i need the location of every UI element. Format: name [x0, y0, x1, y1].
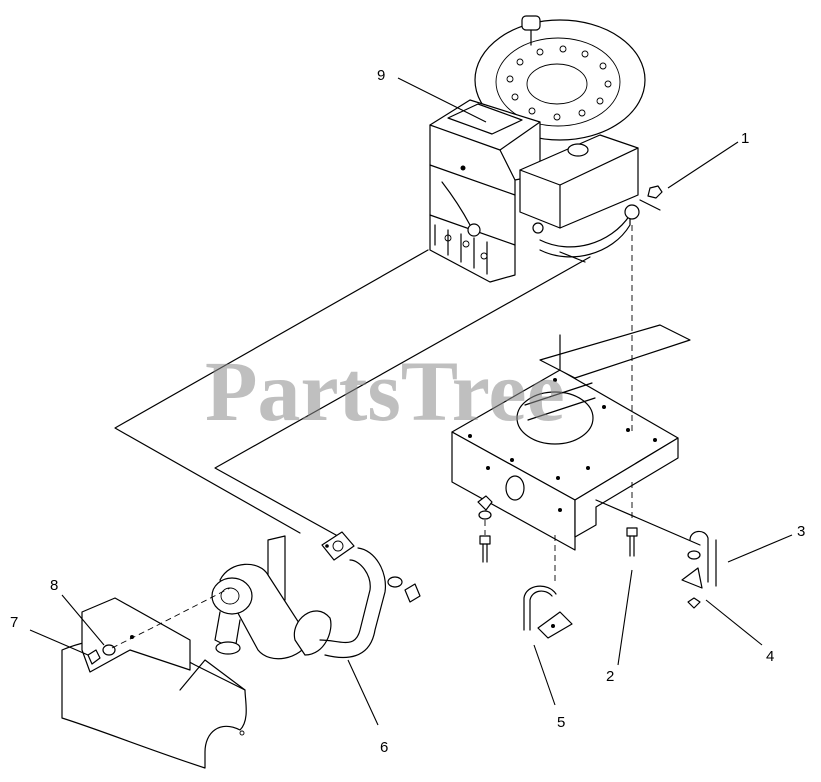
leader-4 [705, 599, 763, 646]
leader-1 [667, 141, 739, 189]
leader-9 [397, 77, 487, 123]
bolt-left [477, 495, 493, 563]
cable-clamp-part-3 [681, 530, 717, 609]
leader-7 [29, 629, 89, 656]
callout-9: 9 [377, 67, 385, 84]
callout-1: 1 [741, 130, 749, 147]
flywheel-vent-holes [506, 45, 612, 121]
leader-6 [347, 659, 379, 726]
callout-7: 7 [10, 614, 18, 631]
leader-2 [617, 569, 633, 666]
alignment-line-clamp [595, 499, 701, 546]
leader-8 [61, 594, 105, 646]
callout-5: 5 [557, 714, 565, 731]
callout-labels: 9 1 3 4 2 5 6 7 8 [10, 67, 805, 756]
leader-3 [727, 534, 793, 563]
callout-8: 8 [50, 577, 58, 594]
watermark-text: PartsTree [205, 343, 565, 439]
phantom-line-engine [114, 249, 591, 541]
muffler-assembly [211, 531, 421, 660]
leader-lines [29, 77, 793, 726]
bolt-part-2 [626, 527, 638, 557]
nut-part-1 [639, 185, 663, 211]
bracket-part-5 [523, 585, 573, 639]
callout-4: 4 [766, 648, 774, 665]
callout-2: 2 [606, 668, 614, 685]
heat-shield [61, 587, 247, 769]
engine-mount-plate [451, 324, 691, 551]
leader-5 [533, 644, 556, 706]
callout-6: 6 [380, 739, 388, 756]
engine-assembly [429, 15, 646, 283]
callout-3: 3 [797, 523, 805, 540]
